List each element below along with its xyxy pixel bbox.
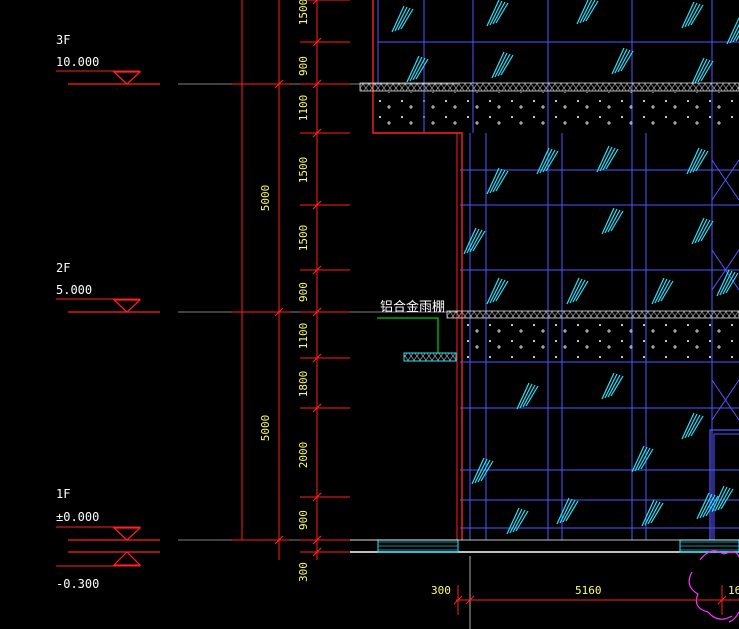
hdim-16: 16 (728, 584, 739, 597)
glass-hatch (491, 51, 514, 79)
hdim-300: 300 (431, 584, 451, 597)
vdim-label: 300 (297, 562, 310, 582)
level-elev-ground: -0.300 (56, 577, 99, 591)
glass-hatch (506, 507, 529, 535)
dim-tick (312, 353, 322, 363)
dim-tick (312, 128, 322, 138)
glass-hatch (486, 277, 509, 305)
dim-tick (312, 200, 322, 210)
glass-hatch (471, 457, 494, 485)
vdim-label: 2000 (297, 442, 310, 469)
glass-hatch (486, 167, 509, 195)
aluminium-canopy[interactable] (403, 352, 457, 362)
upper-wall (372, 0, 739, 540)
level-marks: 3F 10.000 2F 5.000 1F ±0.000 -0.300 (56, 33, 99, 591)
curtain-wall-grid (377, 0, 739, 540)
glass-hatch (611, 47, 634, 75)
dim-tick (312, 265, 322, 275)
glass-hatch (681, 412, 704, 440)
glass-hatch (696, 492, 719, 520)
glass-hatch (641, 499, 664, 527)
vdim-label: 1500 (297, 225, 310, 252)
spandrel-panel-3f (373, 92, 739, 132)
glass-hatch (631, 445, 654, 473)
level-elev-1f: ±0.000 (56, 510, 99, 524)
glass-hatch (391, 5, 414, 33)
level-triangle-icon (112, 71, 142, 85)
dim-tick (312, 37, 322, 47)
glass-hatch (726, 17, 739, 45)
glass-hatch (651, 277, 674, 305)
vdim-label: 1500 (297, 0, 310, 25)
glass-hatch (556, 497, 579, 525)
level-elev-2f: 5.000 (56, 283, 92, 297)
glass-hatch (536, 147, 559, 175)
dim-tick (312, 492, 322, 502)
vdim-label: 900 (297, 510, 310, 530)
dim-tick (274, 79, 284, 89)
level-name-3f: 3F (56, 33, 70, 47)
ground-base (350, 539, 739, 553)
dim-tick (312, 307, 322, 317)
vdim-label: 1100 (297, 95, 310, 122)
canopy-leader (377, 317, 439, 353)
glass-hatch (691, 57, 714, 85)
vdim-label: 1800 (297, 371, 310, 398)
shrub-icon (688, 550, 739, 623)
storey-height-label: 5000 (259, 185, 272, 212)
glass-hatch (691, 217, 714, 245)
vdim-label: 900 (297, 282, 310, 302)
canopy-label: 铝合金雨棚 (380, 299, 445, 315)
dim-tick (312, 0, 318, 5)
vertical-dimension-chain (232, 0, 350, 560)
dim-tick (312, 403, 322, 413)
vertical-dimension-labels: 1500 900 1100 1500 1500 900 1100 1800 2000 900 300… (259, 0, 310, 582)
glass-hatch (711, 485, 734, 513)
floor-canopy-bands (359, 82, 739, 319)
glass-hatch (596, 145, 619, 173)
glass-hatch (601, 207, 624, 235)
glass-hatch (463, 227, 486, 255)
vdim-label: 1500 (297, 157, 310, 184)
storey-height-label: 5000 (259, 415, 272, 442)
dim-tick (312, 535, 322, 545)
dim-tick (274, 535, 284, 545)
level-name-1f: 1F (56, 487, 70, 501)
horizontal-dimension (453, 556, 739, 629)
glass-hatch (576, 0, 599, 25)
dim-tick (312, 547, 322, 557)
glass-hatch (601, 372, 624, 400)
glass-hatch (516, 382, 539, 410)
glass-hatch (716, 269, 739, 297)
level-triangle-icon (112, 551, 142, 566)
level-elev-3f: 10.000 (56, 55, 99, 69)
glass-hatch (566, 277, 589, 305)
glass-reflection-hatches (391, 0, 739, 535)
vdim-label: 900 (297, 56, 310, 76)
dim-tick (274, 307, 284, 317)
glass-hatch (686, 147, 709, 175)
dim-tick (312, 79, 322, 89)
level-triangle-icon (112, 299, 142, 313)
spandrel-panel-2f (460, 318, 739, 358)
vdim-label: 1100 (297, 323, 310, 350)
hdim-5160: 5160 (575, 584, 602, 597)
level-triangle-icon (112, 527, 142, 541)
glass-hatch (486, 0, 509, 27)
glass-hatch (406, 55, 429, 83)
level-name-2f: 2F (56, 261, 70, 275)
glass-hatch (681, 1, 704, 29)
